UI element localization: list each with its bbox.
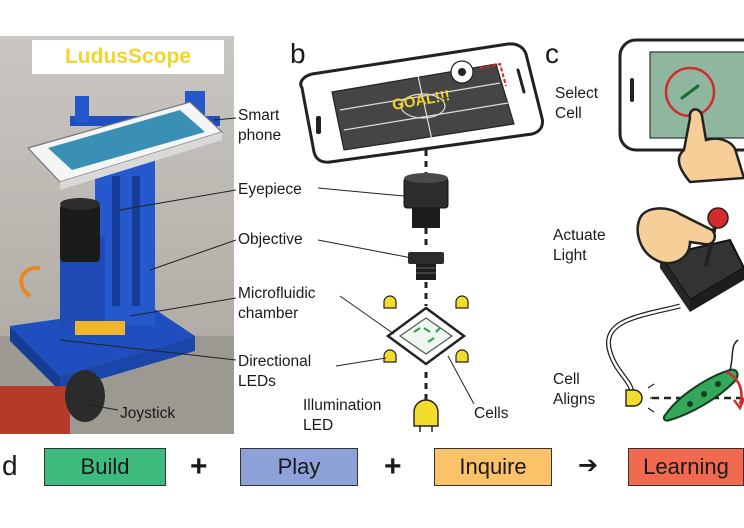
ludusscope-photo bbox=[0, 36, 234, 434]
flow-box-play: Play bbox=[240, 448, 358, 486]
flow-arrow-icon: ➔ bbox=[578, 452, 599, 479]
label-select-line2: Cell bbox=[555, 105, 582, 122]
label-objective: Objective bbox=[238, 231, 303, 248]
label-microfluidic-line2: chamber bbox=[238, 305, 299, 322]
label-joystick: Joystick bbox=[120, 405, 176, 422]
flow-plus-2: + bbox=[384, 450, 402, 483]
panel-letter-d: d bbox=[2, 450, 18, 481]
label-smartphone-line2: phone bbox=[238, 127, 282, 144]
panel-letter-b: b bbox=[290, 38, 306, 69]
flow-box-learning: Learning bbox=[628, 448, 744, 486]
label-smartphone-line1: Smart bbox=[238, 107, 280, 124]
label-cells: Cells bbox=[474, 405, 509, 422]
flow-plus-1: + bbox=[190, 450, 208, 483]
label-illumination-line2: LED bbox=[303, 417, 334, 434]
panel-letter-c: c bbox=[545, 38, 559, 69]
label-actuate-line2: Light bbox=[553, 247, 587, 264]
microscope-photo-drawing bbox=[0, 91, 234, 434]
label-cell-aligns-line1: Cell bbox=[553, 371, 580, 388]
label-select-line1: Select bbox=[555, 85, 599, 102]
label-directional-line1: Directional bbox=[238, 353, 312, 370]
flow-box-inquire: Inquire bbox=[434, 448, 552, 486]
label-illumination-line1: Illumination bbox=[303, 397, 382, 414]
label-directional-line2: LEDs bbox=[238, 373, 276, 390]
label-cell-aligns-line2: Aligns bbox=[553, 391, 596, 408]
label-eyepiece: Eyepiece bbox=[238, 181, 302, 198]
flow-box-build: Build bbox=[44, 448, 166, 486]
label-actuate-line1: Actuate bbox=[553, 227, 606, 244]
ludusscope-title: LudusScope bbox=[32, 40, 224, 74]
label-microfluidic-line1: Microfluidic bbox=[238, 285, 316, 302]
